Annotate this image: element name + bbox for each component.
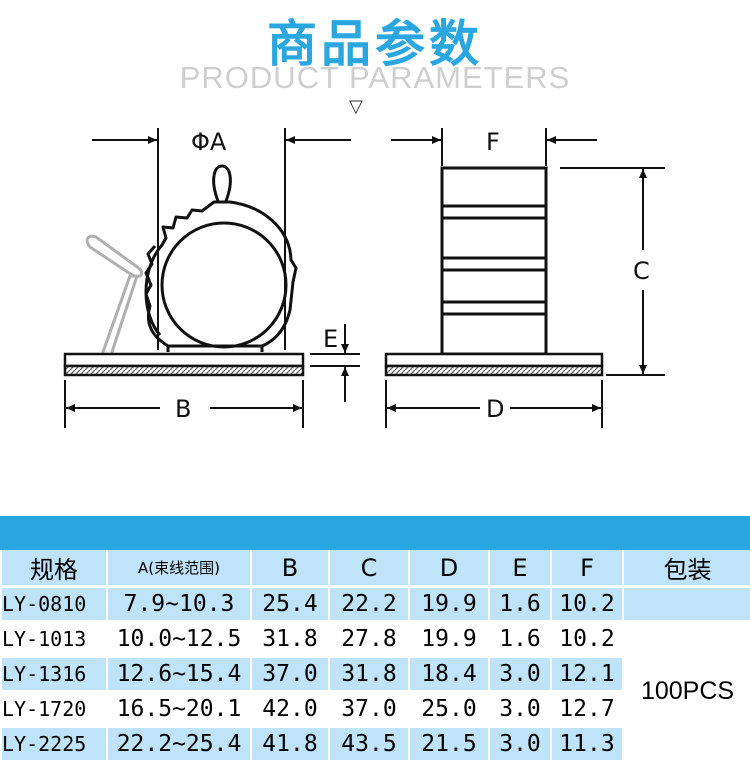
cell-C: 31.8	[328, 656, 409, 693]
header-F: F	[550, 550, 623, 588]
cell-A: 10.0~12.5	[106, 621, 251, 658]
cell-A: 22.2~25.4	[106, 726, 251, 763]
cell-B: 41.8	[250, 726, 329, 763]
header-C: C	[328, 550, 409, 588]
label-E: E	[323, 325, 338, 353]
cell-F: 10.2	[550, 621, 623, 658]
cell-D: 19.9	[408, 621, 489, 658]
dim-D	[385, 380, 603, 428]
header-A: A(束线范围)	[106, 550, 251, 588]
dim-C	[560, 167, 665, 376]
cell-E: 3.0	[488, 656, 551, 693]
cell-F: 10.2	[550, 586, 623, 623]
page-subtitle: PRODUCT PARAMETERS	[179, 60, 571, 95]
cell-packaging-blank	[622, 586, 750, 623]
dim-B	[64, 380, 304, 428]
header-model: 规格	[0, 550, 107, 588]
dim-F	[391, 128, 597, 166]
table-header-band	[0, 516, 750, 550]
label-D: D	[486, 395, 504, 423]
label-C: C	[633, 257, 650, 285]
table-row: LY-1013 10.0~12.5 31.8 27.8 19.9 1.6 10.…	[0, 621, 750, 763]
cell-F: 12.7	[550, 691, 623, 728]
cell-model: LY-0810	[0, 586, 107, 623]
cell-C: 27.8	[328, 621, 409, 658]
table-header-row: 规格 A(束线范围) B C D E F 包装	[0, 550, 750, 588]
header-packaging: 包装	[622, 550, 750, 588]
cell-D: 25.0	[408, 691, 489, 728]
cell-E: 1.6	[488, 586, 551, 623]
cell-E: 1.6	[488, 621, 551, 658]
label-phiA: ΦA	[191, 128, 227, 156]
cell-B: 42.0	[250, 691, 329, 728]
cell-B: 37.0	[250, 656, 329, 693]
header-D: D	[408, 550, 489, 588]
left-base	[63, 352, 305, 377]
cell-C: 22.2	[328, 586, 409, 623]
release-lever	[85, 234, 144, 354]
cell-model: LY-2225	[0, 726, 107, 763]
clip-ring	[144, 164, 298, 352]
cell-model: LY-1013	[0, 621, 107, 658]
down-triangle-icon: ▽	[349, 96, 363, 117]
header-B: B	[250, 550, 329, 588]
cell-model: LY-1720	[0, 691, 107, 728]
cell-A: 7.9~10.3	[106, 586, 251, 623]
page-title: 商品参数	[267, 15, 483, 73]
dim-E	[310, 324, 360, 402]
cell-D: 21.5	[408, 726, 489, 763]
cell-D: 19.9	[408, 586, 489, 623]
table-row: LY-1720 16.5~20.1 42.0 37.0 25.0 3.0 12.…	[0, 691, 750, 728]
table-row: LY-0810 7.9~10.3 25.4 22.2 19.9 1.6 10.2	[0, 586, 750, 623]
cell-model: LY-1316	[0, 656, 107, 693]
table-row: LY-1316 12.6~15.4 37.0 31.8 18.4 3.0 12.…	[0, 656, 750, 693]
cell-F: 12.1	[550, 656, 623, 693]
cell-F: 11.3	[550, 726, 623, 763]
cell-E: 3.0	[488, 726, 551, 763]
side-view	[384, 166, 604, 377]
cell-A: 12.6~15.4	[106, 656, 251, 693]
label-B: B	[175, 395, 191, 423]
cell-B: 31.8	[250, 621, 329, 658]
cell-packaging: 100PCS	[622, 621, 750, 763]
clip-dimension-diagram: ΦA E B F C	[63, 128, 665, 428]
cell-A: 16.5~20.1	[106, 691, 251, 728]
cell-D: 18.4	[408, 656, 489, 693]
cell-C: 37.0	[328, 691, 409, 728]
spec-table: 规格 A(束线范围) B C D E F 包装 LY-0810 7.9~10.3…	[0, 550, 750, 763]
cell-C: 43.5	[328, 726, 409, 763]
label-F: F	[486, 128, 500, 156]
cell-B: 25.4	[250, 586, 329, 623]
cell-E: 3.0	[488, 691, 551, 728]
header-E: E	[488, 550, 551, 588]
dim-phiA	[92, 128, 351, 350]
